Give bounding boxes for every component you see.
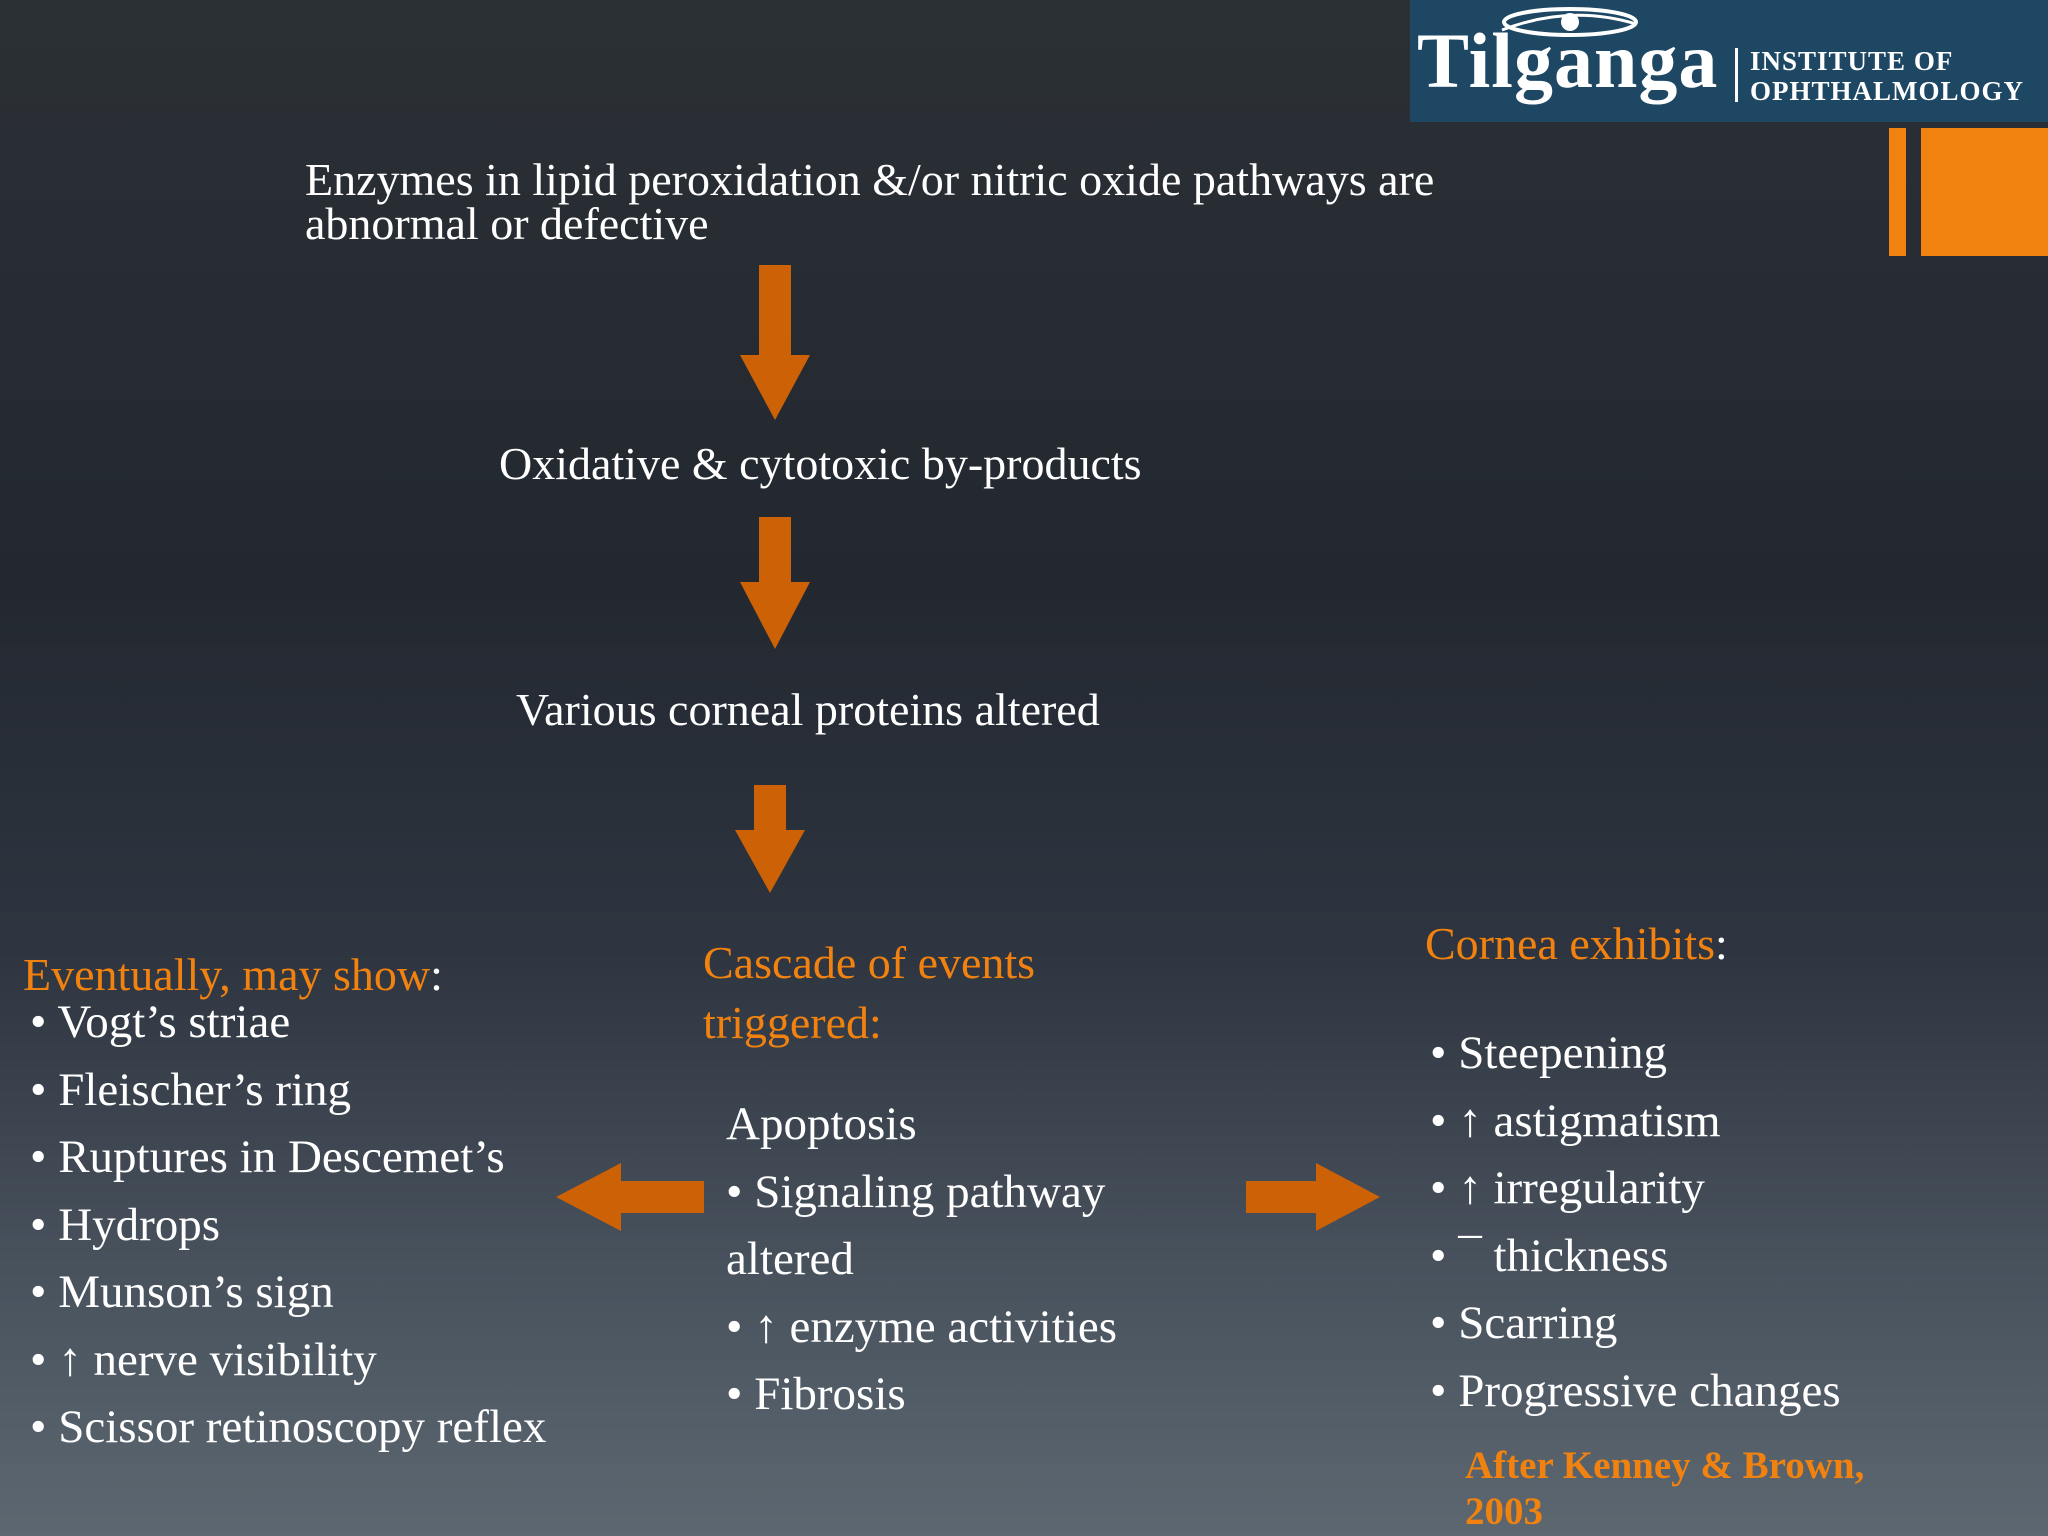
flow-step-2: Oxidative & cytotoxic by-products [499, 438, 1142, 489]
list-item: • Munson’s sign [30, 1266, 334, 1318]
left-arrow-icon [556, 1163, 704, 1231]
logo-name: Tilganga [1417, 17, 1719, 104]
right-arrow-icon [1246, 1163, 1380, 1231]
list-item: • ¯ thickness [1430, 1229, 1669, 1282]
list-item: • Scissor retinoscopy reflex [30, 1401, 547, 1453]
flow-step-1-line2: abnormal or defective [305, 198, 709, 249]
citation-line2: 2003 [1465, 1490, 1543, 1533]
left-heading-colon: : [430, 949, 443, 1000]
flow-step-1: Enzymes in lipid peroxidation &/or nitri… [305, 154, 1435, 249]
flow-step-3: Various corneal proteins altered [516, 684, 1100, 735]
center-heading: Cascade of events triggered: [703, 933, 1035, 1053]
right-heading-colon: : [1715, 918, 1728, 969]
flow-step-1-line1: Enzymes in lipid peroxidation &/or nitri… [305, 154, 1435, 205]
logo-subtitle-line2: OPHTHALMOLOGY [1750, 76, 2025, 106]
down-arrow-icon [740, 265, 810, 420]
left-heading: Eventually, may show: [23, 952, 443, 998]
eye-logo-icon [1501, 7, 1638, 37]
logo-separator [1735, 48, 1738, 102]
list-item: Apoptosis [726, 1098, 917, 1150]
list-item: • Scarring [1430, 1297, 1618, 1349]
right-heading-text: Cornea exhibits [1425, 918, 1715, 969]
list-item: • Steepening [1430, 1027, 1668, 1079]
right-list: • Steepening • ↑ astigmatism • ↑ irregul… [1430, 1020, 1841, 1425]
down-arrow-icon [735, 785, 805, 893]
list-item: altered [726, 1233, 854, 1285]
center-heading-line1: Cascade of events [703, 937, 1036, 988]
citation: After Kenney & Brown, 2003 [1465, 1443, 1864, 1535]
list-item: • ↑ irregularity [1430, 1162, 1705, 1214]
list-item: • ↑ nerve visibility [30, 1333, 377, 1386]
left-heading-text: Eventually, may show [23, 949, 431, 1000]
list-item: • Fibrosis [726, 1368, 906, 1420]
list-item: • ↑ astigmatism [1430, 1094, 1721, 1147]
center-list: Apoptosis • Signaling pathway altered • … [726, 1091, 1117, 1429]
right-heading: Cornea exhibits: [1425, 921, 1728, 967]
list-item: • Fleischer’s ring [30, 1063, 352, 1116]
tilganga-logo: Tilganga INSTITUTE OF OPHTHALMOLOGY [1410, 0, 2048, 122]
list-item: • Hydrops [30, 1198, 221, 1251]
logo-subtitle: INSTITUTE OF OPHTHALMOLOGY [1750, 46, 2024, 106]
down-arrow-icon [740, 517, 810, 649]
list-item: • Signaling pathway [726, 1165, 1106, 1218]
list-item: • Progressive changes [1430, 1364, 1841, 1417]
left-list: • Vogt’s striae • Fleischer’s ring • Rup… [30, 989, 546, 1462]
citation-line1: After Kenney & Brown, [1465, 1444, 1865, 1487]
accent-bar-thin [1889, 128, 1906, 256]
center-heading-line2: triggered: [703, 997, 882, 1048]
list-item: • ↑ enzyme activities [726, 1300, 1118, 1353]
list-item: • Vogt’s striae [30, 996, 291, 1048]
list-item: • Ruptures in Descemet’s [30, 1131, 505, 1183]
accent-bar-wide [1921, 128, 2048, 256]
logo-subtitle-line1: INSTITUTE OF [1750, 46, 1954, 76]
